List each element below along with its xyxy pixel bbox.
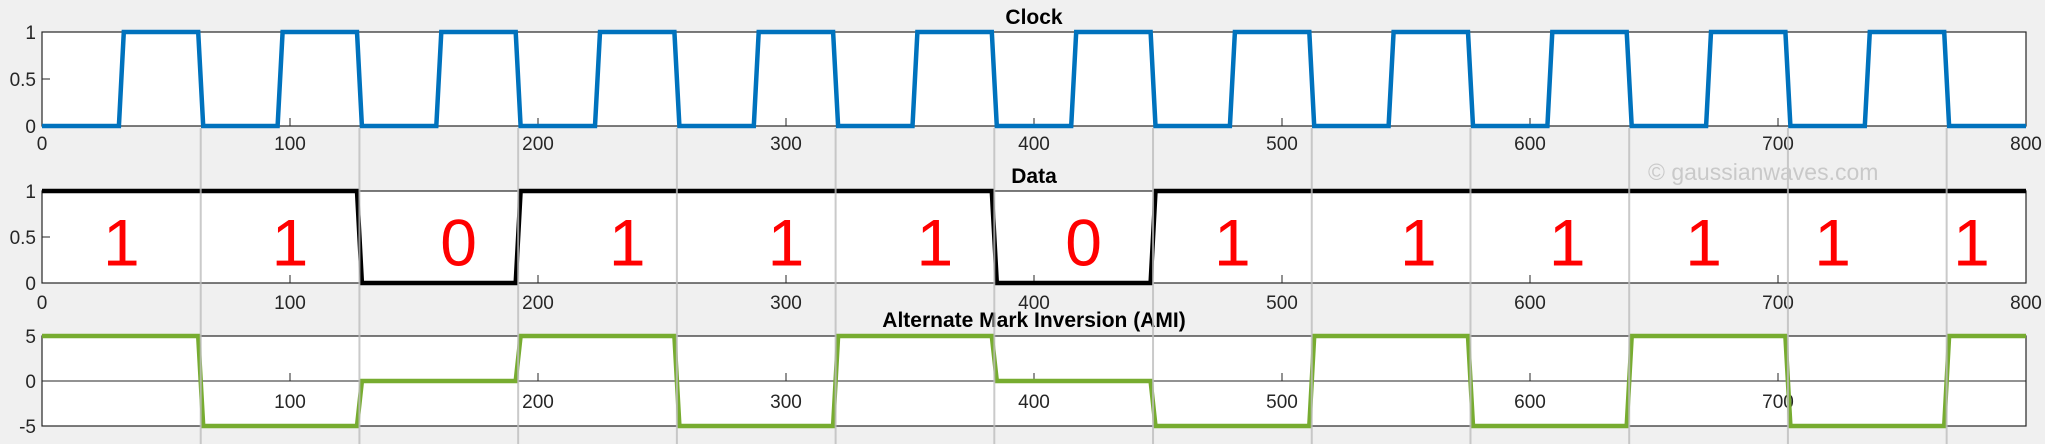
x-tick-label: 100	[274, 293, 306, 314]
x-tick-label: 0	[37, 293, 48, 314]
x-tick-label: 300	[770, 392, 802, 413]
panel-2: 0 0.5 1 0 100 200 300 400 500 600 700 800 Data 1 1 0 1 1 1…	[10, 165, 2042, 314]
bit-label: 1	[1814, 206, 1851, 280]
bit-label: 1	[916, 206, 953, 280]
x-tick-label: 300	[770, 134, 802, 155]
y-tick-label: 5	[25, 327, 36, 348]
x-tick-label: 800	[2010, 134, 2042, 155]
panel-3: -5 0 5 100 200 300 400 500 600 700 Alternate Mark …	[19, 309, 2027, 438]
x-tick-label: 700	[1762, 134, 1794, 155]
x-tick-label: 400	[1018, 134, 1050, 155]
bit-label: 1	[1685, 206, 1722, 280]
x-tick-label: 500	[1266, 134, 1298, 155]
x-tick-label: 600	[1514, 392, 1546, 413]
bit-label: 1	[1214, 206, 1251, 280]
y-tick-label: 1	[25, 182, 36, 203]
x-tick-label: 400	[1018, 293, 1050, 314]
x-tick-label: 600	[1514, 293, 1546, 314]
plot-area	[41, 31, 2027, 127]
y-tick-label: 0.5	[10, 70, 36, 91]
panel-title: Clock	[1005, 6, 1063, 29]
panel-1: 0 0.5 1 0 100 200 300 400 500 600 700 800 Clock	[10, 6, 2042, 155]
x-tick-label: 200	[522, 392, 554, 413]
x-tick-label: 300	[770, 293, 802, 314]
x-tick-label: 500	[1266, 293, 1298, 314]
bit-label: 1	[103, 206, 140, 280]
plot-area	[41, 190, 2027, 284]
x-tick-label: 200	[522, 293, 554, 314]
bit-label: 1	[768, 206, 805, 280]
x-tick-label: 500	[1266, 392, 1298, 413]
x-tick-label: 0	[37, 134, 48, 155]
x-tick-label: 100	[274, 134, 306, 155]
x-tick-label: 400	[1018, 392, 1050, 413]
x-tick-label: 100	[274, 392, 306, 413]
y-tick-label: -5	[19, 417, 36, 438]
watermark: © gaussianwaves.com	[1648, 159, 1878, 185]
y-tick-label: 0	[25, 117, 36, 138]
x-tick-label: 200	[522, 134, 554, 155]
panel-title: Data	[1011, 165, 1057, 188]
panel-title: Alternate Mark Inversion (AMI)	[882, 309, 1185, 332]
bit-label: 1	[609, 206, 646, 280]
bit-label: 1	[1400, 206, 1437, 280]
y-tick-label: 0	[25, 372, 36, 393]
bit-label: 1	[272, 206, 309, 280]
bit-label: 1	[1953, 206, 1990, 280]
x-tick-label: 600	[1514, 134, 1546, 155]
series-line-1	[42, 333, 2026, 429]
y-tick-label: 1	[25, 23, 36, 44]
series-line-1	[42, 29, 2026, 129]
bit-label: 0	[1065, 206, 1102, 280]
bit-label: 1	[1549, 206, 1586, 280]
bit-label: 0	[440, 206, 477, 280]
x-tick-label: 700	[1762, 392, 1794, 413]
y-tick-label: 0	[25, 274, 36, 295]
x-tick-label: 700	[1762, 293, 1794, 314]
y-tick-label: 0.5	[10, 228, 36, 249]
x-tick-label: 800	[2010, 293, 2042, 314]
